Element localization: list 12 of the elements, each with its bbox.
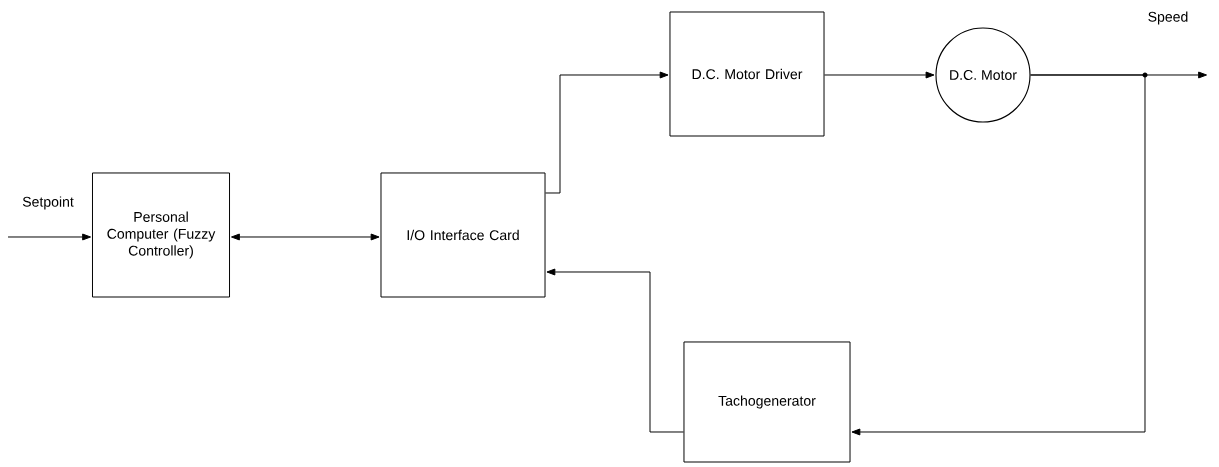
arrow xyxy=(824,71,935,79)
arrow xyxy=(546,268,684,433)
process-box: D.C. Motor Driver xyxy=(669,11,825,137)
edge-label: Speed xyxy=(1148,11,1188,25)
process-box: I/O Interface Card xyxy=(380,172,546,298)
arrow xyxy=(851,74,1146,436)
edge-label: Setpoint xyxy=(22,196,74,210)
process-box: Tachogenerator xyxy=(683,341,851,463)
arrow xyxy=(7,233,92,241)
arrow xyxy=(545,71,669,194)
process-box: Personal Computer (Fuzzy Controller) xyxy=(92,172,230,298)
arrow xyxy=(231,233,380,241)
